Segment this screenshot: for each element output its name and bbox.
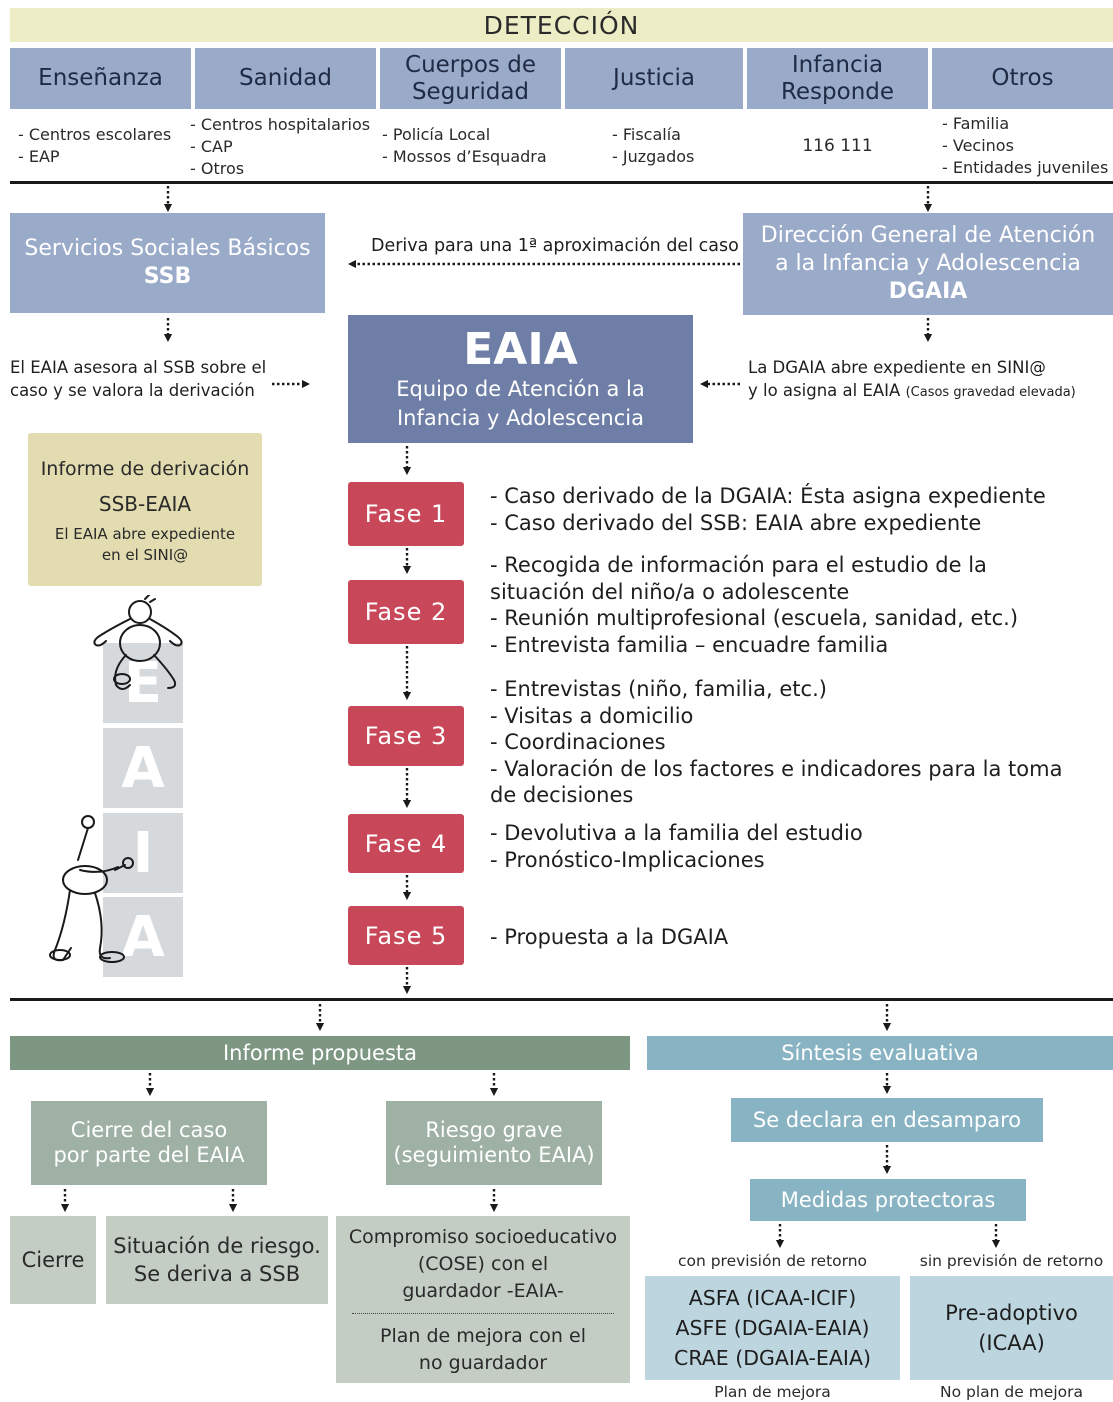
sector-list-otros: - Familia - Vecinos - Entidades juvenile…: [942, 114, 1109, 177]
phase-1-text: - Caso derivado de la DGAIA: Ésta asigna…: [490, 484, 1046, 535]
dgaia-box: Dirección General de Atención a la Infan…: [743, 213, 1113, 315]
plan-mejora-label: Plan de mejora: [714, 1383, 831, 1401]
medidas-box: Medidas protectoras: [750, 1179, 1026, 1221]
phase-2-box: Fase 2: [348, 580, 464, 644]
sintesis-evaluativa-bar: Síntesis evaluativa: [647, 1036, 1113, 1070]
separator-bottom: [10, 998, 1113, 1001]
right-note: La DGAIA abre expediente en SINI@ y lo a…: [748, 358, 1046, 400]
phase-3-text: - Entrevistas (niño, familia, etc.) - Vi…: [490, 677, 1063, 807]
sector-otros: Otros: [932, 48, 1113, 109]
compromiso-divider: [352, 1313, 614, 1314]
right-note-small: (Casos gravedad elevada): [905, 385, 1076, 400]
phase-5-text: - Propuesta a la DGAIA: [490, 925, 729, 949]
eaia-subtitle: Equipo de Atención a la Infancia y Adole…: [396, 377, 645, 430]
arrow-deriva-label: Deriva para una 1ª aproximación del caso: [371, 236, 739, 256]
asfa-box: ASFA (ICAA-ICIF) ASFE (DGAIA-EAIA) CRAE …: [645, 1276, 900, 1380]
sector-list-infancia: 116 111: [802, 136, 873, 156]
dgaia-title: Dirección General de Atención a la Infan…: [760, 223, 1096, 276]
con-prevision-label: con previsión de retorno: [677, 1252, 868, 1270]
sector-list-justicia: - Fiscalía - Juzgados: [612, 125, 695, 166]
dgaia-abbr: DGAIA: [888, 279, 968, 304]
sector-list-ensenanza: - Centros escolares - EAP: [18, 125, 172, 166]
preadoptivo-box: Pre-adoptivo (ICAA): [910, 1276, 1113, 1380]
sector-list-cuerpos: - Policía Local - Mossos d’Esquadra: [382, 125, 547, 166]
eaia-box: EAIA Equipo de Atención a la Infancia y …: [348, 315, 693, 443]
header-title: DETECCIÓN: [483, 10, 640, 40]
phase-1-box: Fase 1: [348, 482, 464, 546]
sector-infancia-responde: Infancia Responde: [747, 48, 928, 109]
sector-justicia: Justicia: [565, 48, 743, 109]
ssb-box: Servicios Sociales Básicos SSB: [10, 213, 325, 313]
ssb-abbr: SSB: [143, 264, 192, 289]
separator-top: [10, 181, 1113, 184]
no-plan-mejora-label: No plan de mejora: [940, 1383, 1083, 1401]
situacion-riesgo-box: Situación de riesgo. Se deriva a SSB: [106, 1216, 328, 1304]
right-note-block: La DGAIA abre expediente en SINI@ y lo a…: [748, 356, 1113, 404]
informe-derivacion-sub: SSB-EAIA: [98, 491, 192, 516]
cierre-eaia-box: Cierre del caso por parte del EAIA: [31, 1101, 267, 1185]
phase-5-box: Fase 5: [348, 906, 464, 965]
informe-propuesta-bar: Informe propuesta: [10, 1036, 630, 1070]
informe-derivacion-box: Informe de derivación SSB-EAIA El EAIA a…: [28, 433, 262, 586]
compromiso-box: Compromiso socioeducativo (COSE) con el …: [336, 1216, 630, 1383]
phase-4-box: Fase 4: [348, 814, 464, 873]
sector-sanidad: Sanidad: [195, 48, 376, 109]
phase-4-text: - Devolutiva a la familia del estudio - …: [490, 821, 863, 872]
illustration-letter-i: I: [103, 813, 183, 893]
informe-derivacion-title: Informe de derivación: [40, 457, 250, 480]
header-banner: DETECCIÓN: [10, 8, 1113, 42]
phase-3-box: Fase 3: [348, 706, 464, 766]
sin-prevision-label: sin previsión de retorno: [919, 1252, 1104, 1270]
illustration-letter-a1: A: [103, 728, 183, 808]
illustration-letter-a2: A: [103, 897, 183, 977]
compromiso-text: Compromiso socioeducativo (COSE) con el …: [348, 1225, 618, 1302]
cierre-box: Cierre: [10, 1216, 96, 1304]
stick-figures-illustration: [49, 595, 183, 963]
informe-derivacion-note: El EAIA abre expediente en el SINI@: [54, 524, 236, 564]
sector-cuerpos-seguridad: Cuerpos de Seguridad: [380, 48, 561, 109]
ssb-title: Servicios Sociales Básicos: [24, 236, 311, 261]
plan-no-guardador-text: Plan de mejora con el no guardador: [380, 1325, 586, 1374]
eaia-title: EAIA: [463, 324, 578, 375]
desamparo-box: Se declara en desamparo: [731, 1098, 1043, 1142]
riesgo-grave-box: Riesgo grave (seguimiento EAIA): [386, 1101, 602, 1185]
sector-ensenanza: Enseñanza: [10, 48, 191, 109]
phase-2-text: - Recogida de información para el estudi…: [490, 553, 1019, 657]
sector-list-sanidad: - Centros hospitalarios - CAP - Otros: [190, 115, 371, 178]
left-note: El EAIA asesora al SSB sobre el caso y s…: [10, 358, 267, 400]
